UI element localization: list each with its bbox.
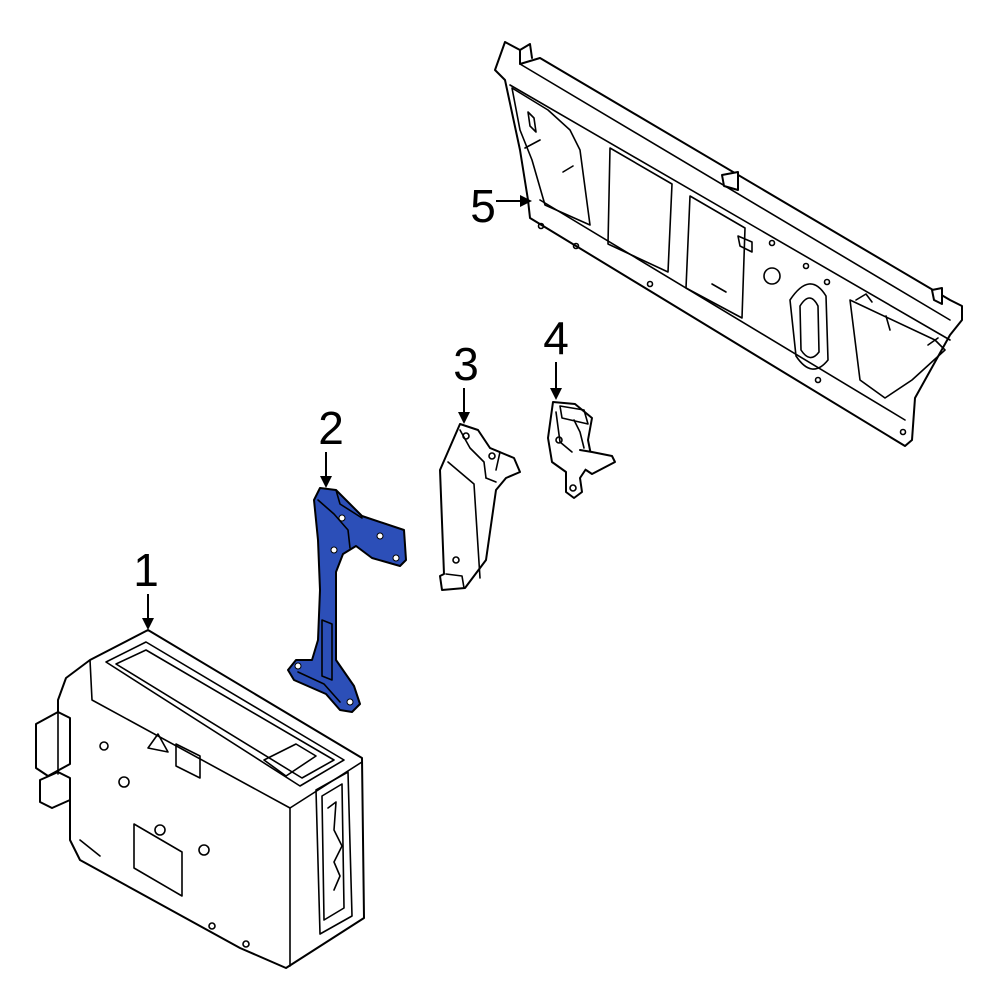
part-5-rear-panel[interactable] <box>494 41 963 447</box>
callout-3: 3 <box>453 338 479 424</box>
callout-number-5: 5 <box>470 180 496 232</box>
part-4-small-bracket[interactable] <box>547 401 616 499</box>
part-1-control-module[interactable] <box>35 629 365 969</box>
part-2-body <box>287 487 407 713</box>
callout-4: 4 <box>543 312 569 400</box>
part-3-tall-bracket[interactable] <box>439 423 521 591</box>
callout-number-2: 2 <box>318 402 344 454</box>
callout-number-1: 1 <box>133 544 159 596</box>
callout-number-3: 3 <box>453 338 479 390</box>
part-2-highlighted-bracket[interactable] <box>287 487 407 713</box>
callout-5: 5 <box>470 180 532 232</box>
callout-2: 2 <box>318 402 344 488</box>
callout-1: 1 <box>133 544 159 630</box>
callout-number-4: 4 <box>543 312 569 364</box>
